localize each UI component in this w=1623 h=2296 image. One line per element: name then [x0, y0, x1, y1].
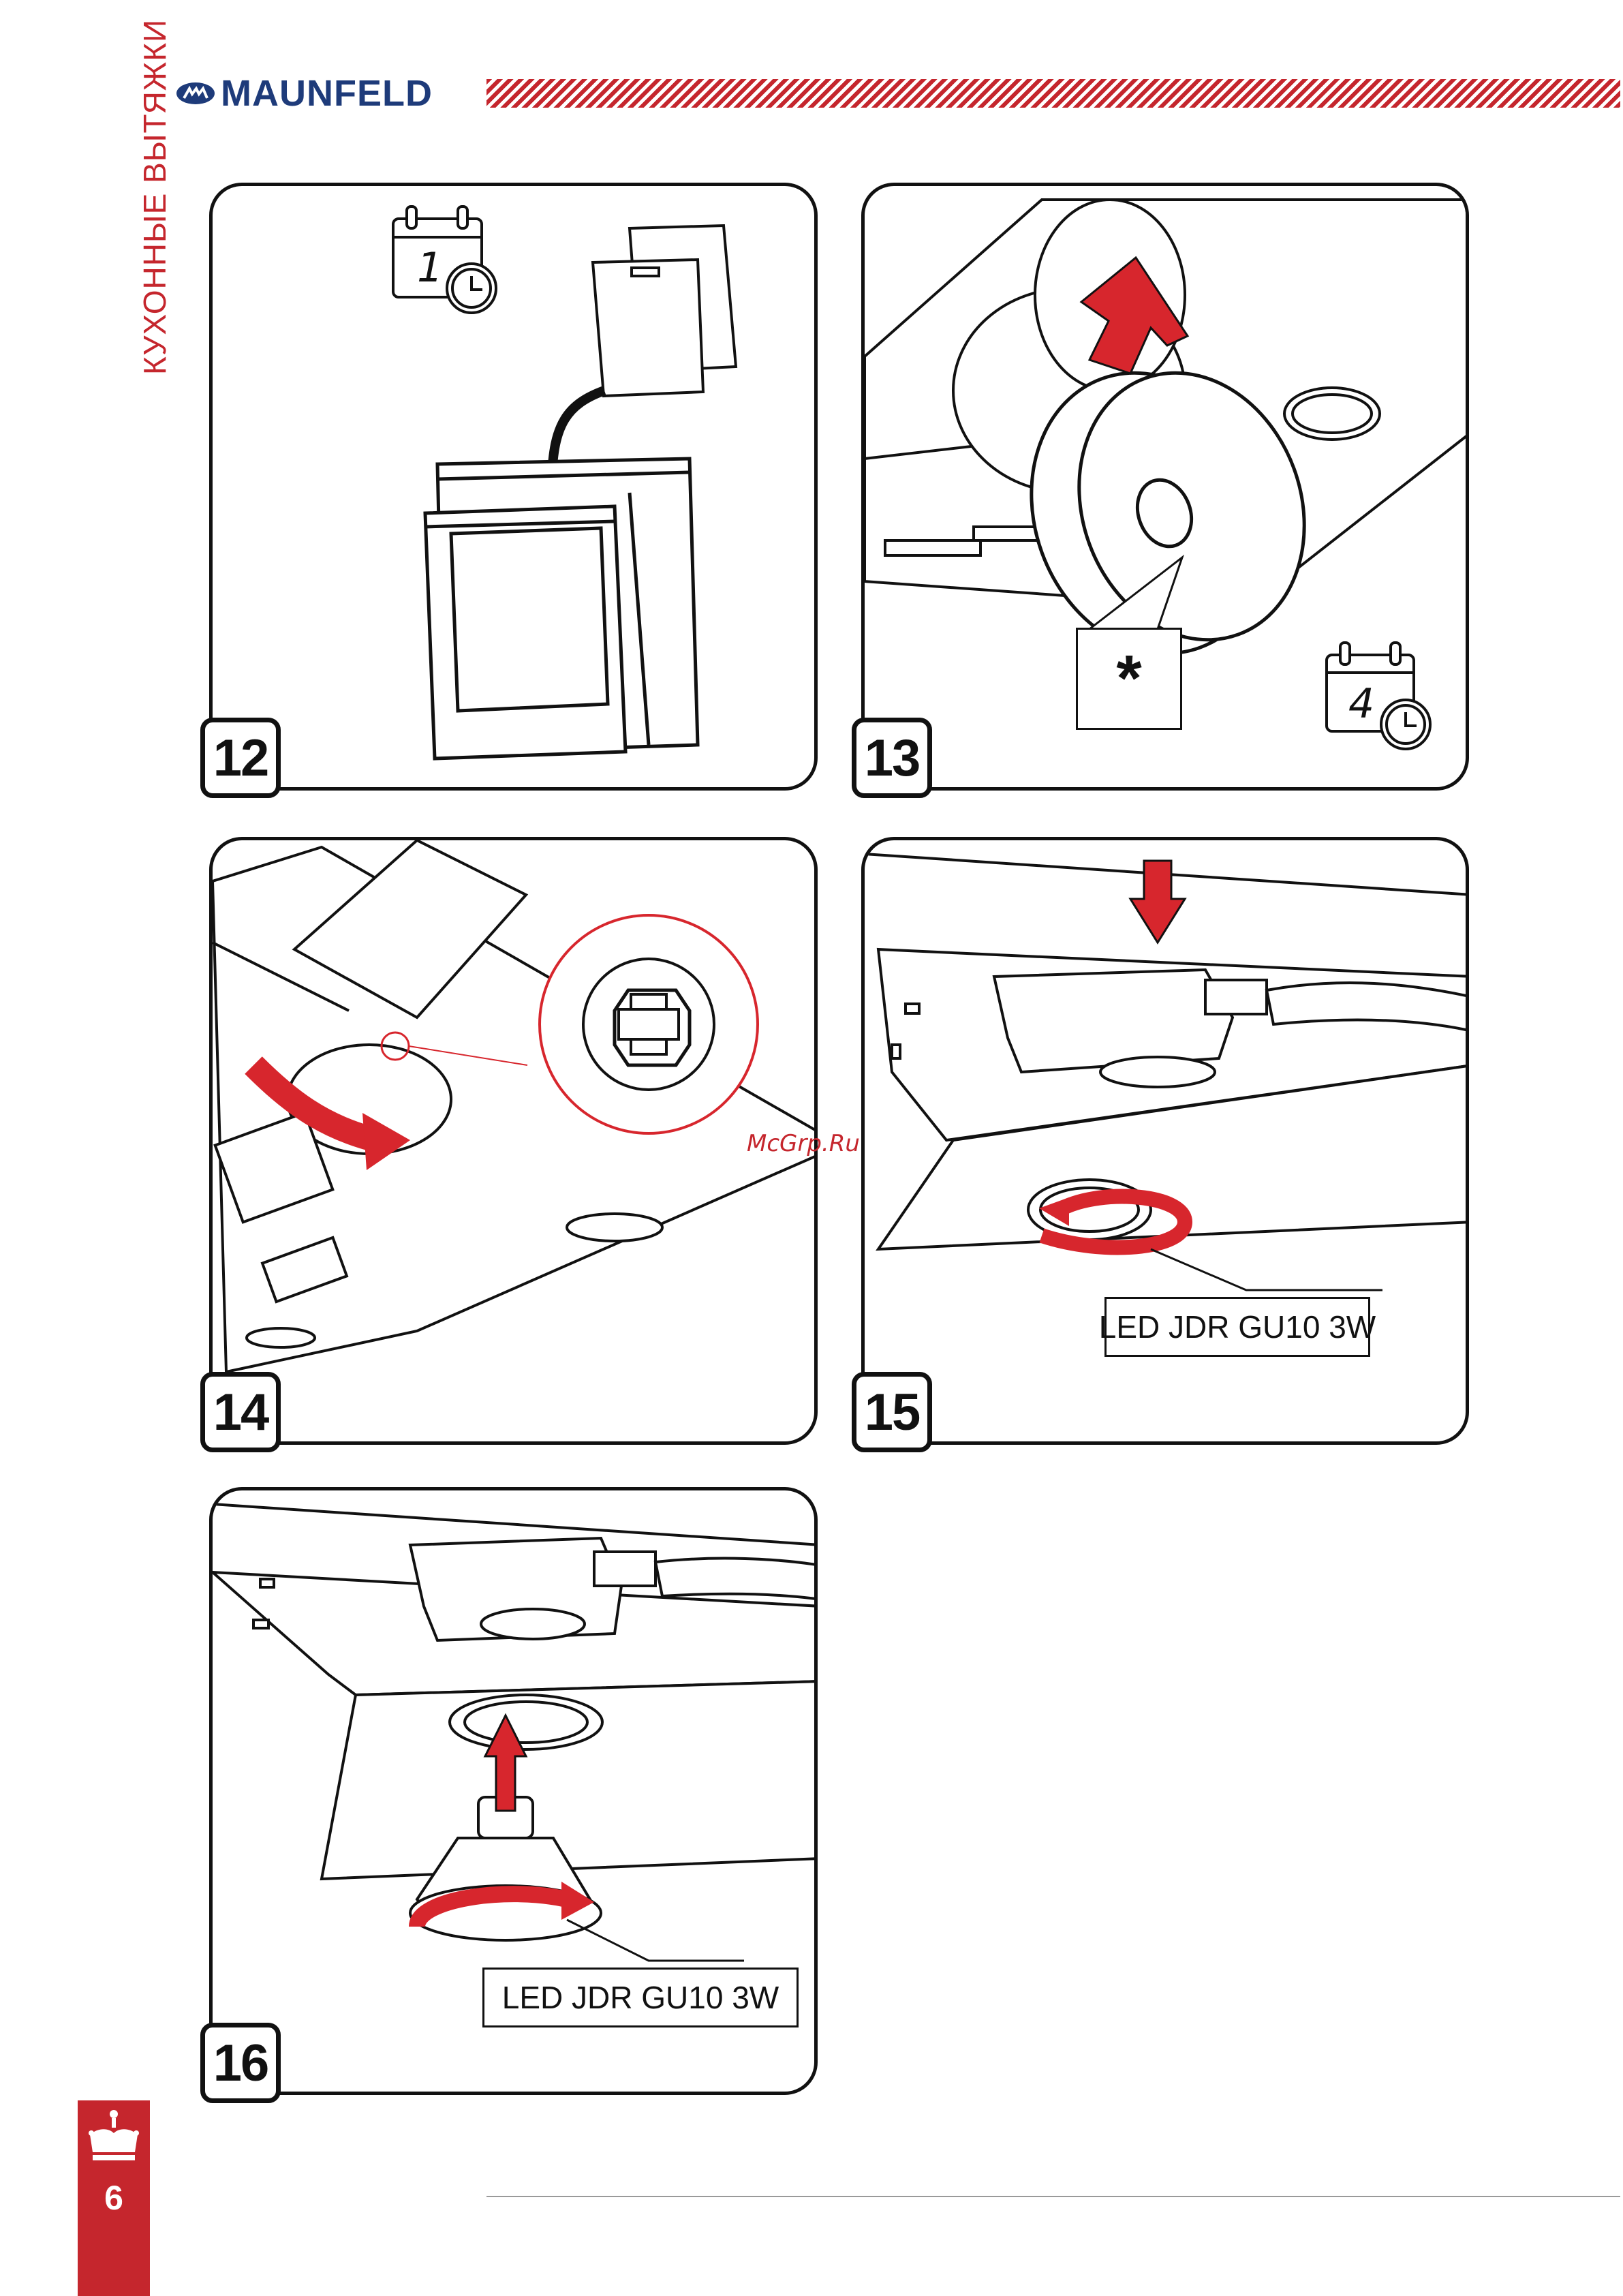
header-hatch-band: [486, 79, 1620, 108]
zoom-circle: [540, 915, 758, 1133]
crown-icon: [78, 2100, 150, 2175]
footer-rule: [486, 2196, 1620, 2197]
page-number: 6: [78, 2178, 150, 2218]
step-14-illustration: [213, 840, 818, 1445]
step-14-panel: [209, 837, 818, 1445]
calendar-digit: 4: [1348, 680, 1374, 728]
step-14-badge: 14: [200, 1372, 281, 1452]
step-12-panel: 1: [209, 183, 818, 791]
note-mark-box: *: [1076, 628, 1182, 730]
brand-mark-icon: [176, 82, 215, 105]
clock-icon: [1381, 700, 1430, 749]
step-16-badge: 16: [200, 2023, 281, 2103]
brand-name: MAUNFELD: [221, 72, 433, 114]
side-section-title-text: КУХОННЫЕ ВЫТЯЖКИ: [136, 19, 173, 375]
step-13-badge: 13: [852, 718, 932, 798]
led-bulb-spec-label: LED JDR GU10 3W: [482, 1968, 799, 2027]
step-12-badge: 12: [200, 718, 281, 798]
dishwasher: [425, 459, 698, 759]
led-bulb-spec-label: LED JDR GU10 3W: [1104, 1297, 1370, 1357]
step-13-panel: 4 *: [861, 183, 1469, 791]
label-pointer: [1151, 1249, 1382, 1290]
label-pointer: [567, 1920, 744, 1961]
brand-logo: MAUNFELD: [176, 74, 433, 113]
step-15-badge: 15: [852, 1372, 932, 1452]
step-16-panel: LED JDR GU10 3W: [209, 1487, 818, 2095]
step-15-panel: LED JDR GU10 3W: [861, 837, 1469, 1445]
watermark: McGrp.Ru: [747, 1130, 860, 1157]
side-section-title: КУХОННЫЕ ВЫТЯЖКИ: [101, 75, 142, 375]
grease-filter: [593, 226, 736, 396]
calendar-digit: 1: [417, 244, 443, 292]
clock-icon: [447, 264, 496, 313]
step-12-illustration: 1: [213, 186, 818, 791]
